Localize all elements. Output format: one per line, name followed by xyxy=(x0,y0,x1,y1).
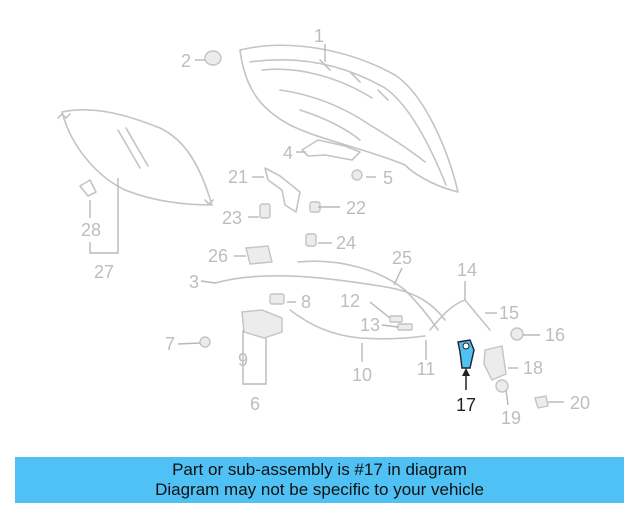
callout-20: 20 xyxy=(570,393,590,413)
hood-hinge-parts xyxy=(264,139,361,213)
callout-24: 24 xyxy=(336,233,356,253)
part-26-bracket xyxy=(245,245,273,265)
callout-5: 5 xyxy=(383,168,393,188)
callout-19: 19 xyxy=(501,408,521,428)
callout-6: 6 xyxy=(250,394,260,414)
hood-insulator-pad xyxy=(57,109,214,206)
callout-14: 14 xyxy=(457,260,477,280)
callout-3: 3 xyxy=(189,272,199,292)
release-handle xyxy=(241,309,283,339)
callout-12: 12 xyxy=(340,291,360,311)
cable-clips xyxy=(389,315,413,331)
callout-28: 28 xyxy=(81,220,101,240)
leader-lines xyxy=(89,44,564,406)
callout-26: 26 xyxy=(208,246,228,266)
banner-line-2: Diagram may not be specific to your vehi… xyxy=(155,480,484,499)
callout-15: 15 xyxy=(499,303,519,323)
callout-18: 18 xyxy=(523,358,543,378)
callout-23: 23 xyxy=(222,208,242,228)
callout-13: 13 xyxy=(360,315,380,335)
callout-9: 9 xyxy=(238,350,248,370)
callout-25: 25 xyxy=(392,248,412,268)
callout-17: 17 xyxy=(456,395,476,415)
callout-22: 22 xyxy=(346,198,366,218)
callout-7: 7 xyxy=(165,334,175,354)
latch-parts xyxy=(483,327,549,409)
callout-4: 4 xyxy=(283,143,293,163)
callout-16: 16 xyxy=(545,325,565,345)
small-screws xyxy=(199,293,285,348)
fasteners xyxy=(79,169,363,247)
hood-panel xyxy=(239,44,459,193)
part-2-bumper xyxy=(204,50,222,66)
callout-21: 21 xyxy=(228,167,248,187)
callout-11: 11 xyxy=(417,359,436,379)
callout-1: 1 xyxy=(314,26,324,46)
release-cables xyxy=(214,260,491,340)
callout-labels: 1 2 3 4 5 6 7 8 9 10 11 12 13 14 15 16 1… xyxy=(81,26,590,428)
callout-27: 27 xyxy=(94,262,114,282)
part-17-shape xyxy=(457,339,475,369)
callout-8: 8 xyxy=(301,292,311,312)
banner-line-1: Part or sub-assembly is #17 in diagram xyxy=(172,460,467,479)
callout-10: 10 xyxy=(352,365,372,385)
info-banner: Part or sub-assembly is #17 in diagram D… xyxy=(15,457,624,503)
part-17-highlighted[interactable] xyxy=(457,339,475,369)
parts-diagram: 1 2 3 4 5 6 7 8 9 10 11 12 13 14 15 16 1… xyxy=(57,26,590,428)
callout-2: 2 xyxy=(181,51,191,71)
